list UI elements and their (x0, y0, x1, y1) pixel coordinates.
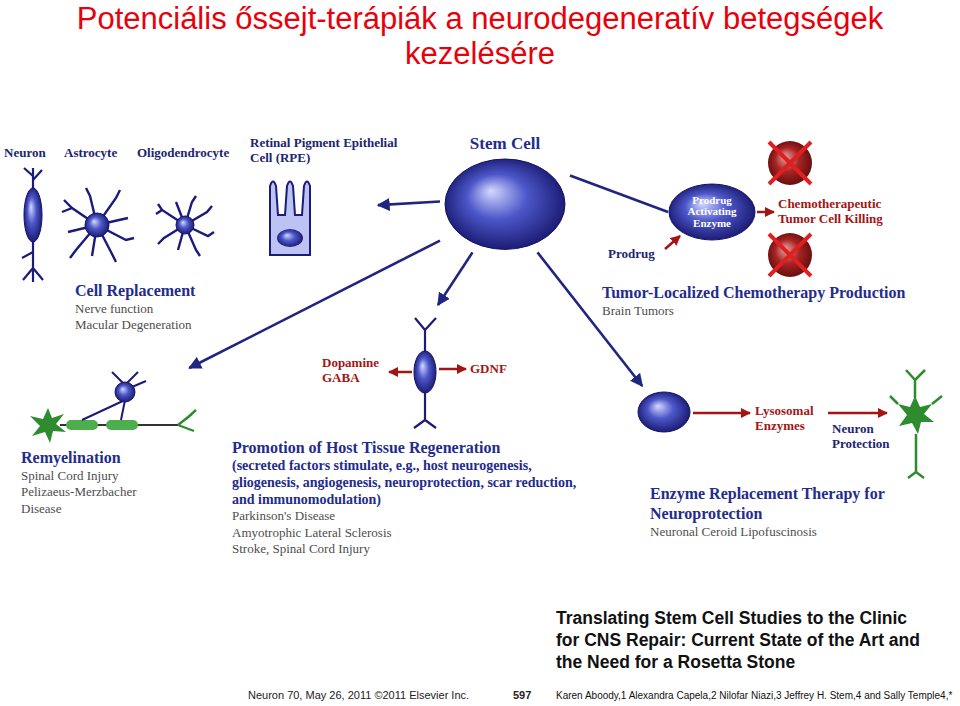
node-heading: Cell Replacement (75, 281, 378, 301)
neuron-cell (22, 168, 43, 282)
connector-arrow (538, 252, 643, 386)
node-detail: Spinal Cord Injury Pelizaeus-Merzbacher … (21, 468, 171, 517)
node-heading: Enzyme Replacement Therapy for Neuroprot… (650, 484, 946, 524)
neuron-cell (22, 168, 43, 282)
astrocyte-cell (85, 213, 109, 237)
cell-label: Prodrug Activating Enzyme (681, 195, 743, 230)
killed-tumor-cell (769, 142, 811, 184)
figure-label: Neuron (4, 146, 46, 161)
application-group: Cell ReplacementNerve function Macular D… (4, 136, 378, 334)
citation-text: Neuron 70, May 26, 2011 ©2011 Elsevier I… (248, 689, 469, 702)
cell-body (445, 159, 565, 249)
protected-neuron (890, 370, 942, 478)
enzyme-cell: Prodrug Activating Enzyme (668, 183, 756, 241)
oligodendrocyte-cell (176, 216, 194, 234)
rpe-cell (270, 182, 310, 256)
figure-label: Lysosomal Enzymes (755, 404, 827, 434)
node-detail: Neuronal Ceroid Lipofuscinosis (650, 524, 946, 540)
secreting-cell (389, 371, 412, 374)
rpe-cell (270, 182, 310, 256)
connector-arrow (378, 201, 440, 205)
rpe-cell (277, 229, 303, 247)
small-arrow (757, 211, 774, 214)
node-heading: Stem Cell (440, 134, 570, 154)
figure-label: GDNF (470, 362, 507, 377)
remyelination-figure (30, 372, 196, 443)
astrocyte-cell (62, 188, 134, 262)
figure-label: Retinal Pigment Epithelial Cell (RPE) (250, 136, 398, 166)
figure-label: Astrocyte (64, 146, 117, 161)
remyelination-figure (115, 382, 135, 402)
connector-arrow (570, 175, 668, 212)
enzyme-cell (693, 412, 750, 415)
secreting-cell (439, 368, 466, 371)
killed-tumor-cell (769, 234, 811, 276)
figure-label: Dopamine GABA (322, 356, 388, 386)
node-detail: Parkinson's Disease Amyotrophic Lateral … (232, 508, 400, 557)
killed-tumor-cell (768, 141, 812, 185)
secreting-cell (389, 318, 466, 428)
application-group: Promotion of Host Tissue Regeneration(se… (228, 305, 578, 557)
connector-arrow (189, 241, 440, 368)
small-arrow (665, 236, 680, 249)
application-group: RemyelinationSpinal Cord Injury Pelizaeu… (15, 368, 225, 517)
figure-label: Oligodendrocyte (137, 146, 229, 161)
remyelination-figure (178, 410, 196, 431)
figure-label: Neuron Protection (832, 422, 906, 452)
node-detail: Nerve function Macular Degeneration (75, 301, 195, 334)
remyelination-figure (66, 420, 98, 430)
enzyme-cell (828, 412, 887, 415)
remyelination-figure (106, 420, 138, 430)
application-group: Tumor-Localized Chemotherapy ProductionB… (600, 283, 956, 319)
astrocyte-cell (62, 188, 134, 262)
node-heading: Remyelination (21, 448, 225, 468)
node-detail: Brain Tumors (602, 303, 956, 319)
node-heading: Promotion of Host Tissue Regeneration (232, 438, 578, 458)
citation-text: Translating Stem Cell Studies to the Cli… (556, 608, 920, 674)
oligodendrocyte-cell (156, 196, 214, 256)
connector-arrow (438, 252, 473, 305)
secreting-cell (414, 318, 436, 428)
enzyme-cell (638, 392, 690, 432)
remyelination-figure (82, 372, 146, 420)
figure-label: Chemotherapeutic Tumor Cell Killing (778, 197, 903, 227)
protected-neuron (890, 370, 942, 478)
remyelination-figure (30, 408, 66, 443)
citation-text: 597 (513, 689, 531, 702)
cell-body (669, 184, 755, 240)
figure-label: Prodrug (608, 247, 655, 262)
slide-title: Potenciális őssejt-terápiák a neurodegen… (70, 2, 890, 71)
neuron-cell (24, 188, 42, 242)
node-subheading: (secreted factors stimulate, e.g., host … (232, 458, 578, 508)
protected-neuron (898, 396, 934, 434)
node-heading: Tumor-Localized Chemotherapy Production (602, 283, 956, 303)
citation-text: Karen Aboody,1 Alexandra Capela,2 Nilofa… (556, 690, 952, 702)
stem-cell: Stem Cell (440, 134, 570, 252)
secreting-cell (414, 351, 436, 393)
killed-tumor-cell (768, 233, 812, 277)
oligodendrocyte-cell (156, 196, 214, 256)
